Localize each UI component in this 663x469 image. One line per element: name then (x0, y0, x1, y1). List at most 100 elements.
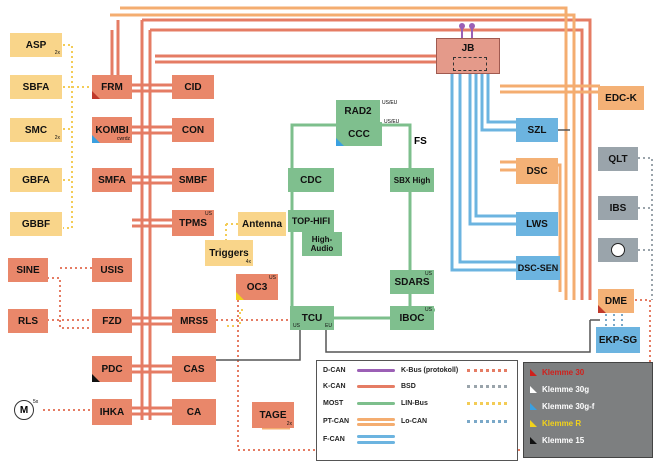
tage-node[interactable]: TAGE 2x (252, 402, 294, 428)
legend-kbus-label: K-Bus (protokoll) (401, 367, 459, 374)
legend-locan-label: Lo-CAN (401, 418, 428, 425)
szl-node[interactable]: SZL (516, 118, 558, 142)
ccc-label: CCC (348, 128, 370, 140)
legend-kcan-label: K-CAN (323, 383, 346, 390)
triggers-node[interactable]: Triggers 4x (205, 240, 253, 266)
jb-gateway (453, 57, 487, 71)
qlt-node[interactable]: QLT (598, 147, 638, 171)
klemme-15-icon (530, 437, 537, 444)
fzd-label: FZD (102, 315, 122, 327)
cid-node[interactable]: CID (172, 75, 214, 99)
dme-label: DME (604, 295, 628, 307)
tophifi-node[interactable]: TOP-HIFI (288, 210, 334, 232)
smbf-node[interactable]: SMBF (172, 168, 214, 192)
klemme-30-label: Klemme 30 (542, 368, 585, 377)
ccc-node[interactable]: CCC (336, 122, 382, 146)
legend-fcan-label: F-CAN (323, 436, 345, 443)
ekpsg-node[interactable]: EKP-SG (596, 327, 640, 353)
legend-linbus-line (467, 402, 507, 405)
generator-node[interactable] (598, 238, 638, 262)
sbx-node[interactable]: SBX High (390, 168, 434, 192)
ca-label: CA (186, 406, 202, 418)
klemme-30g-f-marker-ccc (336, 138, 344, 146)
edck-label: EDC-K (605, 92, 637, 104)
oc3-note: US (269, 275, 276, 281)
generator-icon (611, 243, 625, 257)
ibs-label: IBS (609, 202, 627, 214)
legend-kbus-line (467, 369, 507, 372)
fzd-node[interactable]: FZD (92, 309, 132, 333)
cas-label: CAS (183, 363, 205, 375)
sine-node[interactable]: SINE (8, 258, 48, 282)
dscsen-node[interactable]: DSC-SEN (516, 256, 560, 280)
gbfa-node[interactable]: GBFA (10, 168, 62, 192)
edck-node[interactable]: EDC-K (598, 86, 644, 110)
cas-node[interactable]: CAS (172, 356, 216, 382)
tcu-label: TCU (301, 312, 323, 324)
ibs-node[interactable]: IBS (598, 196, 638, 220)
frm-label: FRM (101, 81, 123, 93)
legend-ptcan-line-2 (357, 423, 395, 426)
asp-label: ASP (25, 39, 47, 51)
usis-node[interactable]: USIS (92, 258, 132, 282)
lws-node[interactable]: LWS (516, 212, 558, 236)
sdars-node[interactable]: SDARS US (390, 270, 434, 294)
klemme-r-icon (530, 420, 537, 427)
klemme-r-label: Klemme R (542, 419, 582, 428)
pdc-node[interactable]: PDC (92, 356, 132, 382)
oc3-node[interactable]: OC3 US (236, 274, 278, 300)
dsc-node[interactable]: DSC (516, 158, 558, 184)
con-node[interactable]: CON (172, 118, 214, 142)
gbbf-node[interactable]: GBBF (10, 212, 62, 236)
antenna-node[interactable]: Antenna (238, 212, 286, 236)
tpms-node[interactable]: TPMS US (172, 210, 214, 236)
jb-node[interactable]: JB (436, 38, 500, 74)
rad2-note: US/EU (382, 100, 398, 106)
frm-node[interactable]: FRM (92, 75, 132, 99)
iboc-node[interactable]: IBOC US (390, 306, 434, 330)
tage-label: TAGE (259, 409, 287, 421)
tage-note: 2x (286, 421, 292, 427)
legend-kcan-line (357, 385, 395, 388)
smbf-label: SMBF (178, 174, 208, 186)
tpms-note: US (205, 211, 212, 217)
iboc-label: IBOC (399, 312, 425, 324)
rls-node[interactable]: RLS (8, 309, 48, 333)
tcu-note-us: US (293, 323, 300, 329)
smc-label: SMC (24, 124, 48, 136)
legend-locan-line (467, 420, 507, 423)
klemme-r-marker (236, 292, 244, 300)
szl-label: SZL (527, 124, 547, 136)
ccc-note: US/EU (384, 119, 400, 125)
legend-ptcan-line-1 (357, 418, 395, 421)
dme-node[interactable]: DME (598, 289, 634, 313)
smc-node[interactable]: SMC 2x (10, 118, 62, 142)
legend-most-label: MOST (323, 400, 344, 407)
ihka-node[interactable]: IHKA (92, 399, 132, 425)
jb-label: JB (461, 43, 475, 54)
gbbf-label: GBBF (21, 218, 51, 230)
iboc-note: US (425, 307, 432, 313)
tcu-node[interactable]: TCU US EU (290, 306, 334, 330)
smfa-node[interactable]: SMFA (92, 168, 132, 192)
ekpsg-label: EKP-SG (598, 334, 638, 346)
ca-node[interactable]: CA (172, 399, 216, 425)
highaudio-node[interactable]: High- Audio (302, 232, 342, 256)
klemme-legend: Klemme 30 Klemme 30g Klemme 30g-f Klemme… (523, 362, 653, 458)
cdc-node[interactable]: CDC (288, 168, 334, 192)
mrs5-node[interactable]: MRS5 (172, 309, 216, 333)
antenna-label: Antenna (242, 218, 282, 230)
sdars-note: US (425, 271, 432, 277)
tophifi-label: TOP-HIFI (291, 216, 331, 226)
mrs5-label: MRS5 (180, 315, 208, 327)
legend-fcan-line-2 (357, 441, 395, 444)
klemme-15-label: Klemme 15 (542, 436, 585, 445)
rad2-node[interactable]: RAD2 (336, 100, 380, 122)
asp-node[interactable]: ASP 2x (10, 33, 62, 57)
smc-note: 2x (54, 135, 60, 141)
con-label: CON (181, 124, 205, 136)
sbfa-node[interactable]: SBFA (10, 75, 62, 99)
kombi-node[interactable]: KOMBI cwrdz (92, 117, 132, 143)
tpms-label: TPMS (179, 217, 207, 229)
